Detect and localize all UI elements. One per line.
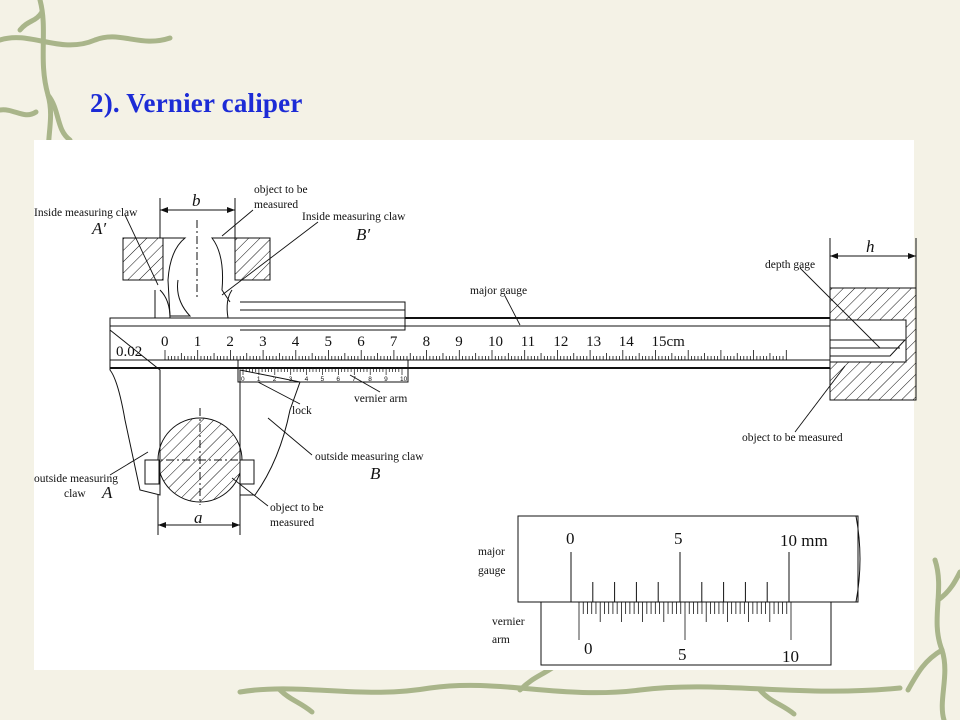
vernier-scale-number: 8 bbox=[368, 376, 372, 383]
label-vernier-arm: vernier arm bbox=[354, 393, 407, 405]
vernier-scale-number: 10 bbox=[400, 376, 408, 383]
inset-major-ticks bbox=[570, 552, 790, 602]
sliding-jaw bbox=[226, 289, 301, 496]
inset-major-0: 0 bbox=[566, 529, 575, 548]
inset-vernier-0: 0 bbox=[584, 639, 593, 658]
vernier-scale-number: 7 bbox=[352, 376, 356, 383]
inside-claw-b bbox=[210, 237, 271, 303]
label-letter-b: B bbox=[370, 464, 381, 483]
label-object-top-2: measured bbox=[254, 199, 298, 211]
label-dimension-a: a bbox=[194, 508, 203, 527]
inside-claw-a bbox=[122, 237, 192, 317]
vernier-scale-number: 6 bbox=[336, 376, 340, 383]
label-dimension-b: b bbox=[192, 191, 201, 210]
inset-label-major-1: major bbox=[478, 546, 505, 558]
main-scale-number: 4 bbox=[292, 334, 300, 350]
main-scale-number: 10 bbox=[488, 334, 503, 350]
main-scale-number: 3 bbox=[259, 334, 267, 350]
main-scale-number: 14 bbox=[619, 334, 635, 350]
vine-decoration-right bbox=[905, 557, 960, 720]
label-inside-claw-right: Inside measuring claw bbox=[302, 211, 406, 223]
vernier-scale-numbers: 0 1 2 3 4 5 6 7 8 9 10 bbox=[241, 376, 408, 383]
label-outside-claw-left-1: outside measuring bbox=[34, 473, 118, 485]
main-scale-number: 12 bbox=[553, 334, 568, 350]
label-lock: lock bbox=[292, 405, 312, 417]
label-letter-b-prime: B′ bbox=[356, 225, 370, 244]
main-scale-number: 13 bbox=[586, 334, 601, 350]
label-dimension-h: h bbox=[866, 237, 875, 256]
slide-title: 2). Vernier caliper bbox=[90, 88, 303, 118]
inset-vernier-5: 5 bbox=[678, 645, 687, 664]
zoom-inset: major gauge vernier arm 0 5 10 mm 0 5 10 bbox=[478, 515, 861, 666]
leader-lines bbox=[109, 209, 881, 507]
main-scale-number: 7 bbox=[390, 334, 398, 350]
dimension-b bbox=[159, 198, 236, 238]
label-major-gauge: major gauge bbox=[470, 285, 527, 297]
main-scale-number: 9 bbox=[455, 334, 463, 350]
vernier-scale-number: 5 bbox=[321, 376, 325, 383]
dimension-a bbox=[157, 495, 241, 535]
vernier-scale-number: 2 bbox=[273, 376, 277, 383]
inset-vernier-10: 10 bbox=[782, 647, 799, 666]
main-scale-number: 11 bbox=[521, 334, 535, 350]
label-object-top-1: object to be bbox=[254, 184, 308, 196]
depth-rod-track bbox=[240, 301, 830, 331]
depth-object bbox=[829, 287, 917, 401]
label-object-bottom-1: object to be bbox=[270, 502, 324, 514]
label-object-right: object to be measured bbox=[742, 432, 843, 444]
inset-label-vernier-2: arm bbox=[492, 634, 510, 646]
inset-major-10mm: 10 mm bbox=[780, 531, 828, 550]
label-outside-claw-left-2: claw bbox=[64, 488, 86, 500]
main-scale-number: 8 bbox=[423, 334, 431, 350]
vernier-scale-number: 3 bbox=[289, 376, 293, 383]
label-depth-gage: depth gage bbox=[765, 259, 815, 271]
vernier-scale-number: 0 bbox=[241, 376, 245, 383]
caliper-labels: Inside measuring claw A′ b object to be … bbox=[34, 184, 875, 529]
main-beam bbox=[109, 317, 831, 369]
label-letter-a-prime: A′ bbox=[91, 219, 106, 238]
inset-label-major-2: gauge bbox=[478, 565, 505, 577]
inset-label-vernier-1: vernier bbox=[492, 616, 525, 628]
main-scale-number: 6 bbox=[357, 334, 365, 350]
main-scale-ticks bbox=[164, 350, 787, 360]
vernier-scale-number: 4 bbox=[305, 376, 309, 383]
main-scale-number: 2 bbox=[226, 334, 234, 350]
inset-vernier-ticks bbox=[578, 602, 792, 640]
main-scale-number: 0 bbox=[161, 334, 169, 350]
label-precision: 0.02 bbox=[116, 344, 142, 360]
main-scale-number: 15cm bbox=[652, 334, 686, 350]
inset-major-5: 5 bbox=[674, 529, 683, 548]
vernier-scale-ticks bbox=[242, 368, 403, 375]
main-scale-number: 1 bbox=[194, 334, 202, 350]
label-object-bottom-2: measured bbox=[270, 517, 314, 529]
round-object bbox=[144, 408, 255, 505]
vernier-scale-number: 1 bbox=[257, 376, 261, 383]
vernier-scale-number: 9 bbox=[384, 376, 388, 383]
main-scale-number: 5 bbox=[325, 334, 333, 350]
dimension-h bbox=[829, 238, 917, 288]
label-letter-a: A bbox=[101, 483, 113, 502]
label-inside-claw-left: Inside measuring claw bbox=[34, 207, 138, 219]
label-outside-claw-right: outside measuring claw bbox=[315, 451, 424, 463]
